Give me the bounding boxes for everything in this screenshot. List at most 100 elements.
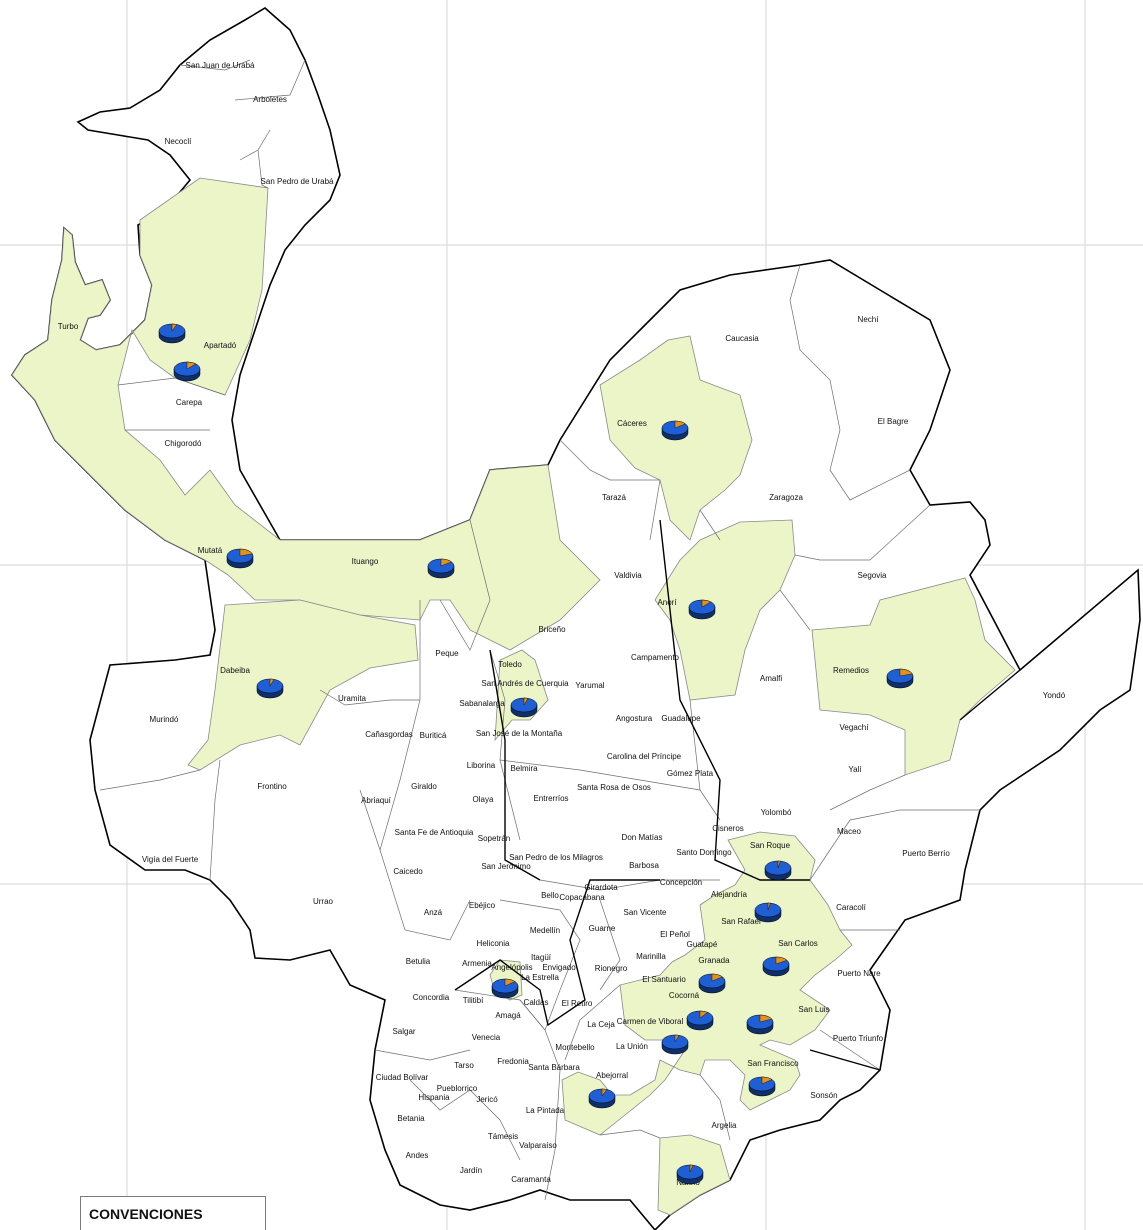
label-sonson: Sonsón [810,1091,837,1100]
label-barbosa: Barbosa [629,861,659,870]
pie-slice [523,697,529,706]
label-granada: Granada [698,956,730,965]
municipal-border [99,769,201,791]
highlighted-region [11,177,601,651]
label-caicedo: Caicedo [393,867,423,876]
label-cocorna: Cocorná [669,991,700,1000]
municipal-border [689,699,721,821]
municipal-border [794,504,931,561]
label-amalfi: Amalfi [760,674,782,683]
label-angostura: Angostura [616,714,653,723]
pie-marker-remedios [886,668,914,689]
label-taraza: Tarazá [602,493,627,502]
label-san-francisco: San Francisco [747,1059,799,1068]
label-concepcion: Concepción [660,878,702,887]
label-argelia: Argelia [712,1121,737,1130]
municipal-border [454,989,561,1201]
municipal-border [234,59,306,101]
label-puerto-nare: Puerto Nare [837,969,881,978]
label-el-santuario: El Santuario [642,975,686,984]
label-itagui: Itagüí [531,953,552,962]
pie-marker-ituango [427,558,455,579]
pie-slice [775,956,788,965]
label-arboletes: Arboletes [253,95,287,104]
highlighted-region [811,577,1016,776]
label-zaragoza: Zaragoza [769,493,803,502]
label-dabeiba: Dabeiba [220,666,250,675]
label-nechi: Nechí [858,315,880,324]
label-santa-rosa-de-osos: Santa Rosa de Osos [577,783,651,792]
municipal-border [599,1129,661,1139]
pie-marker-anori [688,599,716,620]
label-pueblorrico: Pueblorrico [437,1084,478,1093]
label-anza: Anzá [424,908,443,917]
label-entrerrios: Entrerríos [533,794,568,803]
municipal-border [117,377,226,396]
pie-slice [171,323,178,332]
label-carmen-de-viboral: Carmen de Viboral [617,1017,684,1026]
label-el-retiro: El Retiro [562,999,593,1008]
label-la-ceja: La Ceja [587,1020,615,1029]
label-yarumal: Yarumal [575,681,604,690]
subregion-border [454,879,660,1027]
label-carolina-del-principe: Carolina del Príncipe [607,752,682,761]
label-ebejico: Ebéjico [469,901,496,910]
municipal-border [809,809,980,881]
label-yali: Yalí [848,765,862,774]
municipal-border [209,759,221,881]
pie-marker-turbo [158,323,186,344]
municipal-border [257,149,269,189]
pie-marker-abejorral [588,1088,616,1109]
label-yolombo: Yolombó [761,808,792,817]
pie-slice [699,1010,709,1019]
label-turbo: Turbo [58,322,79,331]
label-sabanalarga: Sabanalarga [459,699,505,708]
label-heliconia: Heliconia [477,939,510,948]
label-el-penol: El Peñol [660,930,690,939]
pie-marker-dabeiba [256,678,284,699]
label-canasgordas: Cañasgordas [365,730,413,739]
highlighted-region [187,599,419,771]
label-toledo: Toledo [498,660,522,669]
legend-box: CONVENCIONES [80,1196,266,1230]
municipal-border [599,899,621,991]
label-salgar: Salgar [392,1027,415,1036]
municipal-borders [99,59,1021,1201]
label-urrao: Urrao [313,897,334,906]
label-ituango: Ituango [352,557,379,566]
label-sopetran: Sopetrán [478,834,510,843]
pie-slice [186,361,197,370]
pie-slice [674,1034,680,1043]
pie-marker-narino [676,1164,704,1185]
label-guarne: Guarne [589,924,616,933]
label-yondo: Yondó [1043,691,1066,700]
label-carepa: Carepa [176,398,203,407]
label-puerto-berrio: Puerto Berrío [902,849,950,858]
label-guatape: Guatapé [687,940,718,949]
municipal-border [789,264,911,501]
pie-markers [158,323,914,1185]
pie-marker-carmen-de-viboral [661,1034,689,1055]
label-venecia: Venecia [472,1033,501,1042]
label-caramanta: Caramanta [511,1175,551,1184]
pie-marker-granada [698,973,726,994]
pie-slice [701,599,712,608]
pie-marker-san-andres-de-cuerquia [510,697,538,718]
label-abriaqui: Abriaquí [361,796,392,805]
pie-marker-apartado [173,361,201,382]
label-san-jeronimo: San Jerónimo [481,862,531,871]
legend-title: CONVENCIONES [89,1206,203,1222]
label-remedios: Remedios [833,666,869,675]
label-necocli: Necoclí [165,137,192,146]
label-amaga: Amagá [495,1011,521,1020]
label-concordia: Concordia [413,993,450,1002]
label-caracoli: Caracolí [836,903,867,912]
label-peque: Peque [435,649,459,658]
pie-slice [767,902,771,911]
label-montebello: Montebello [555,1043,595,1052]
label-jerico: Jericó [476,1095,498,1104]
label-santa-fe-de-antioquia: Santa Fe de Antioquia [395,828,474,837]
label-san-juan-de-uraba: San Juan de Urabá [186,61,255,70]
